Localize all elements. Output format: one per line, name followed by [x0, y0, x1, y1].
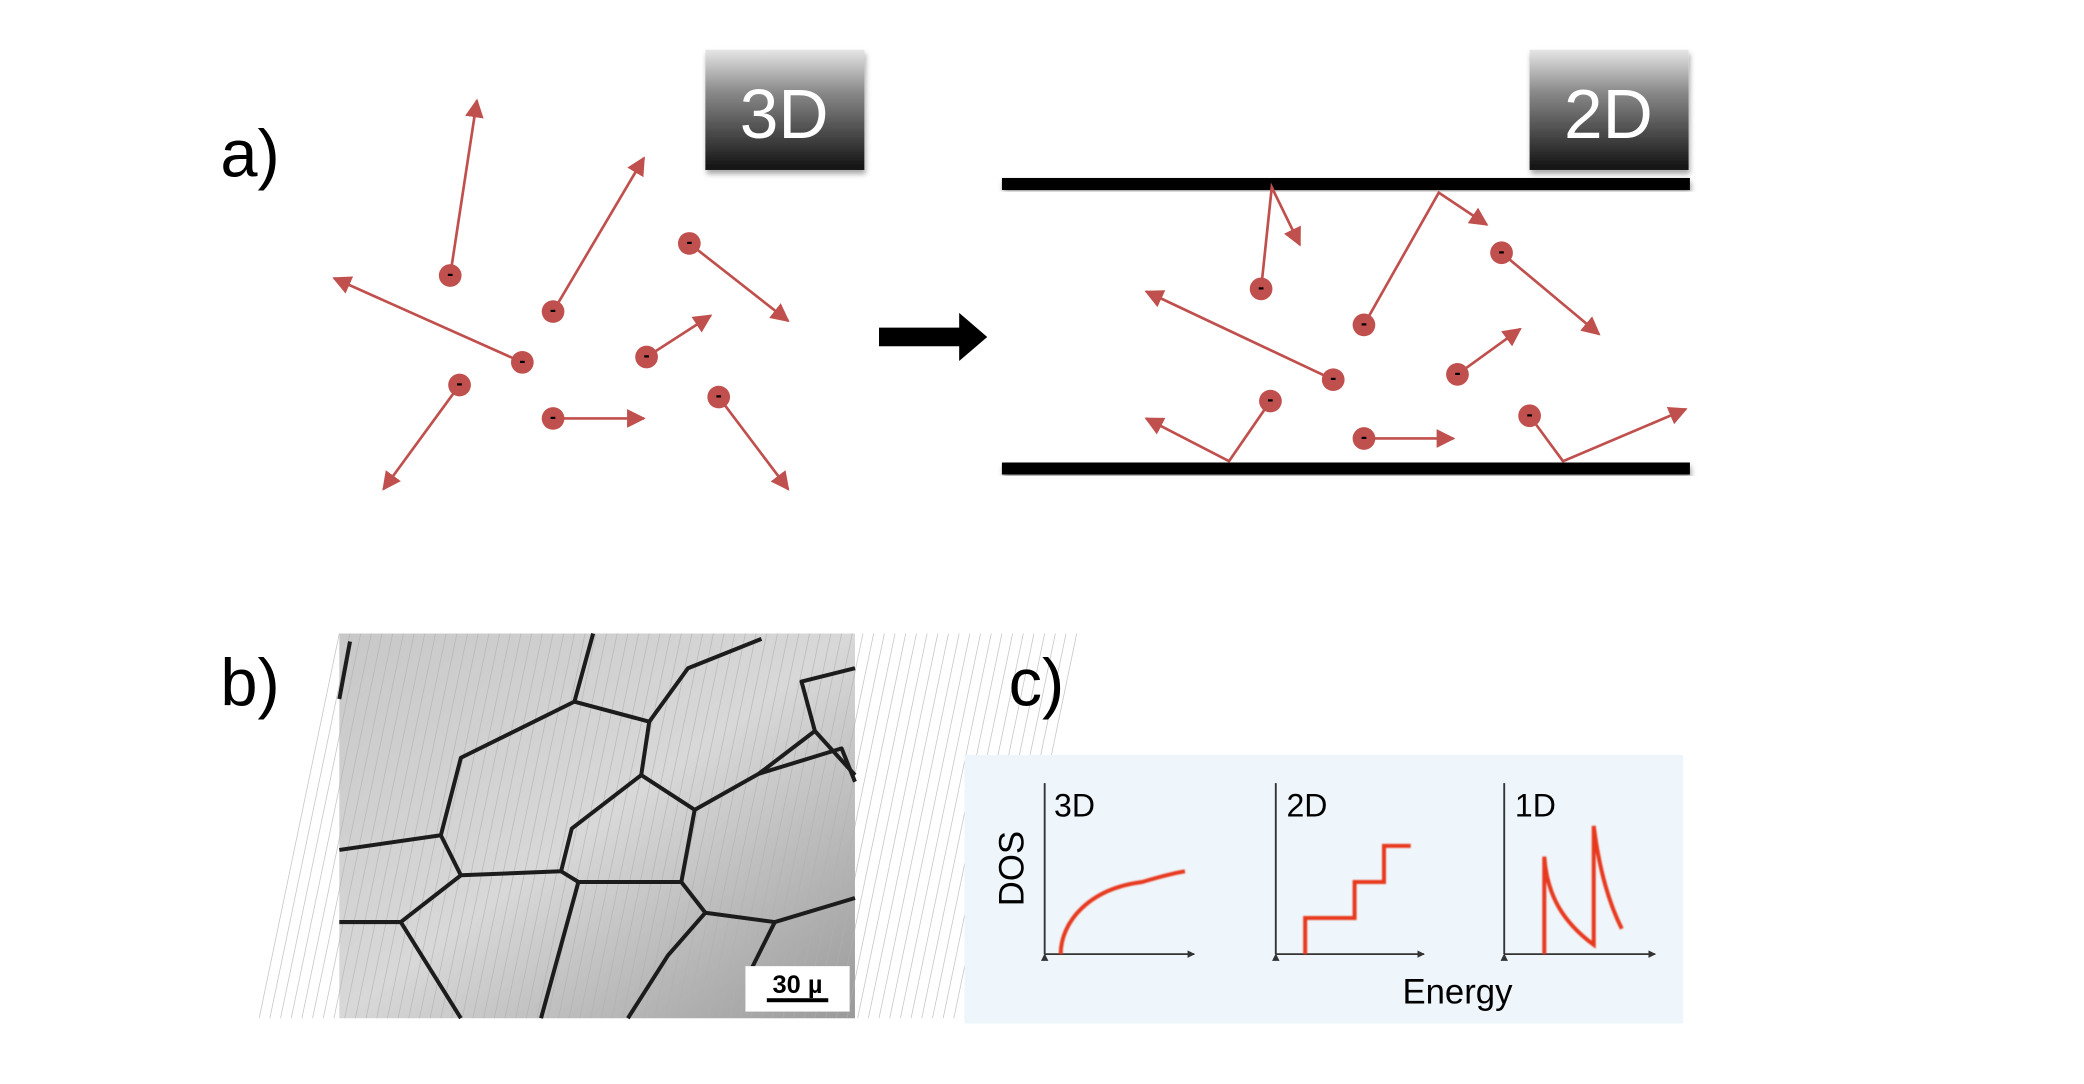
electron: - [635, 314, 713, 369]
electron-charge: - [643, 344, 649, 365]
electron: - [1352, 190, 1489, 337]
electron-dot [1249, 277, 1273, 301]
axes [1276, 783, 1424, 954]
panel-c-label: c) [1009, 647, 1065, 721]
electrons-2d: - - - - - - - - [1144, 182, 1688, 463]
electron-dot [1352, 427, 1376, 450]
electron-charge: - [686, 230, 692, 251]
electron: - [541, 156, 646, 323]
scale-bar [766, 998, 829, 1003]
electron-charge: - [1498, 240, 1504, 261]
subplot-title: 2D [1286, 788, 1327, 824]
panel-b-label: b) [220, 647, 279, 721]
electron: - [1518, 403, 1688, 463]
electron: - [438, 98, 484, 287]
badge-2d-label: 2D [1564, 75, 1653, 153]
electron-charge: - [550, 299, 556, 320]
badge-3d: 3D [705, 49, 865, 170]
dos-subplot-1d: 1D [1504, 783, 1655, 954]
grain-boundaries [337, 632, 857, 1020]
electron: - [1144, 388, 1282, 463]
subplot-title: 1D [1515, 788, 1556, 824]
electron-dot [1321, 368, 1345, 392]
velocity-arrow [448, 98, 484, 276]
electron: - [1144, 290, 1345, 392]
electron: - [1446, 327, 1522, 386]
velocity-arrow [1456, 327, 1522, 376]
dos-ylabel: DOS [993, 831, 1031, 906]
dos-xlabel: Energy [1402, 974, 1513, 1012]
velocity-arrow [1259, 182, 1302, 289]
scale-bar-label: 30 µ [773, 971, 823, 999]
electron: - [382, 372, 471, 491]
velocity-arrow [1362, 190, 1489, 326]
velocity-arrow [382, 384, 461, 491]
electron-dot [707, 385, 731, 409]
electron: - [1352, 425, 1456, 450]
dos-subplot-3d: 3D [1045, 783, 1195, 954]
transition-arrow [879, 312, 988, 361]
electron-charge: - [1361, 312, 1367, 333]
dos-curve [1303, 843, 1411, 955]
electron-charge: - [1526, 403, 1532, 424]
badge-2d: 2D [1529, 49, 1689, 170]
electron-charge: - [716, 384, 722, 405]
electron-dot [541, 407, 565, 430]
dos-panel: DOS Energy 3D 2D 1D [964, 755, 1684, 1024]
micrograph: 30 µ [259, 632, 1077, 1020]
velocity-arrow [1500, 251, 1601, 336]
electron-dot [635, 345, 658, 369]
panel-a-label: a) [220, 118, 279, 192]
electron-charge: - [1361, 425, 1367, 446]
velocity-arrow [1144, 290, 1334, 381]
electron: - [707, 384, 790, 491]
velocity-arrow [717, 396, 790, 491]
electron-charge: - [456, 372, 462, 393]
electron-charge: - [1258, 276, 1264, 297]
electrons-3d: - - - - - - - - [332, 98, 790, 491]
electron-dot [677, 232, 701, 255]
velocity-arrow [688, 242, 790, 323]
velocity-arrow [1528, 407, 1688, 463]
axes [1504, 783, 1655, 954]
dos-curve [1058, 869, 1186, 955]
bottom-plate [1001, 462, 1690, 475]
electron-dot [510, 350, 534, 374]
top-plate [1001, 177, 1690, 190]
electron: - [1490, 240, 1601, 336]
electron-charge: - [1330, 367, 1336, 388]
electron-charge: - [447, 262, 453, 283]
electron-dot [1446, 362, 1469, 386]
electron: - [541, 405, 646, 430]
electron: - [1249, 182, 1302, 301]
electron-charge: - [550, 405, 556, 426]
velocity-arrow [551, 156, 646, 313]
badge-3d-label: 3D [740, 75, 829, 153]
electron-dot [438, 264, 462, 287]
electron-charge: - [1454, 361, 1460, 382]
electron-dot [1259, 389, 1282, 413]
axes [1045, 783, 1195, 954]
electron: - [677, 230, 790, 323]
subplot-title: 3D [1054, 788, 1095, 824]
velocity-arrow [645, 314, 713, 359]
velocity-arrow [1144, 400, 1272, 463]
electron-dot [1490, 241, 1513, 265]
electron-dot [541, 300, 565, 323]
velocity-arrow [332, 276, 523, 364]
electron-dot [1518, 404, 1541, 428]
electron-dot [448, 373, 471, 397]
electron-charge: - [519, 349, 525, 370]
dos-subplot-2d: 2D [1276, 783, 1424, 954]
electron-dot [1352, 313, 1376, 337]
dos-curve [1542, 825, 1624, 955]
electron-charge: - [1267, 388, 1273, 409]
electron: - [332, 276, 534, 374]
